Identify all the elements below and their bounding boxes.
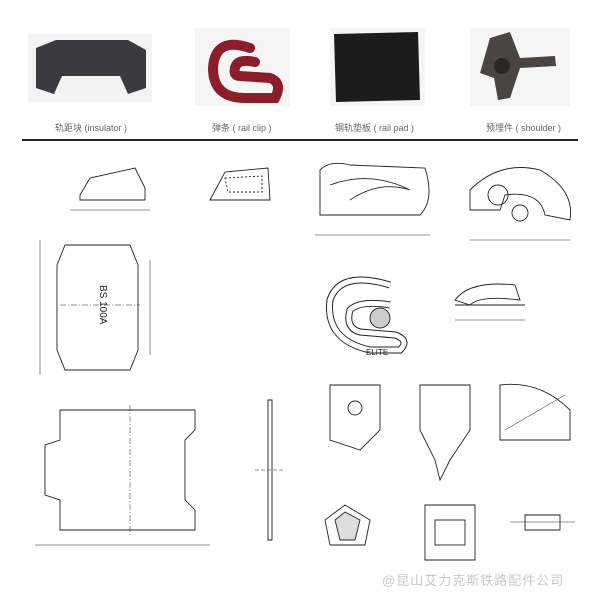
photo-rail-clip bbox=[195, 28, 290, 106]
photo-shoulder bbox=[470, 28, 570, 106]
shoulder-top-view bbox=[469, 167, 572, 241]
caption-insulator: 轨距块 (insulator ) bbox=[55, 123, 128, 133]
insulator-bottom-view bbox=[35, 405, 210, 546]
clip-marking: ELITE bbox=[366, 348, 388, 357]
shoulder-image bbox=[470, 28, 570, 106]
shoulder-detail-views bbox=[255, 383, 575, 561]
photo-rail-pad bbox=[330, 28, 425, 106]
divider-line bbox=[22, 139, 578, 141]
clip-section-view bbox=[209, 167, 271, 201]
insulator-plan-view bbox=[39, 240, 151, 375]
insulator-image bbox=[28, 34, 152, 102]
watermark: @昆山艾力克斯铁路配件公司 bbox=[382, 573, 565, 588]
insulator-side-view bbox=[70, 167, 150, 211]
clip-side-view bbox=[454, 283, 525, 321]
caption-rail-clip: 弹条 ( rail clip ) bbox=[212, 123, 272, 133]
rail-pad-image bbox=[330, 28, 425, 106]
clip-elevation-view bbox=[326, 276, 408, 354]
caption-rail-pad: 钢轨垫板 ( rail pad ) bbox=[335, 123, 415, 133]
photo-insulator bbox=[28, 28, 152, 106]
pad-plan-view bbox=[315, 162, 430, 236]
rail-clip-image bbox=[195, 28, 290, 106]
insulator-marking: BS 100A bbox=[97, 285, 108, 325]
caption-shoulder: 预埋件 ( shoulder ) bbox=[486, 123, 562, 133]
